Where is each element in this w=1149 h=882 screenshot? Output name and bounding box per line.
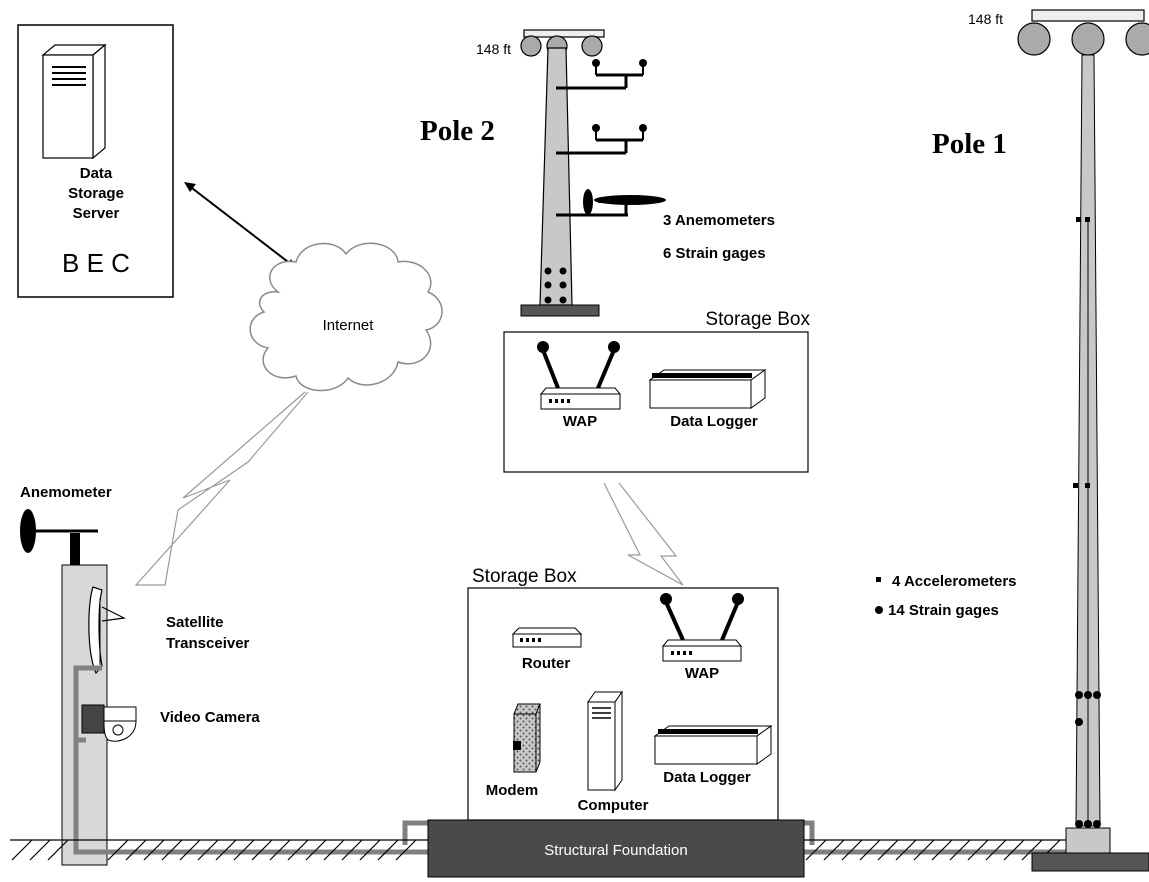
pole1-top-arm: [1031, 9, 1145, 22]
pole-1: 148 ft Pole 1: [932, 9, 1149, 872]
ground-right: [804, 839, 1070, 861]
strain-gage-marker: [1075, 718, 1083, 726]
legend-strain-gages: 14 Strain gages: [888, 602, 999, 619]
storage-box-bottom-title: Storage Box: [472, 566, 577, 587]
legend-accelerometers: 4 Accelerometers: [892, 573, 1017, 590]
video-camera-icon: [81, 704, 137, 742]
foundation-label: Structural Foundation: [544, 842, 687, 859]
pole2-strain-gages: [544, 267, 567, 304]
strain-gage-marker: [1093, 820, 1101, 828]
modem-icon: [513, 703, 541, 773]
accelerometer-marker: [1073, 483, 1078, 488]
storage-box-top-title: Storage Box: [705, 309, 810, 330]
storage-box-bottom: Storage Box Router WAP Modem: [467, 566, 779, 821]
modem-label: Modem: [486, 782, 539, 799]
pole2-top-arm: [523, 29, 605, 38]
pole2-base: [520, 304, 600, 317]
server-label-line3: Server: [73, 205, 120, 222]
computer-label: Computer: [578, 797, 649, 814]
satellite-label-line1: Satellite: [166, 614, 224, 631]
accelerometer-marker: [1076, 217, 1081, 222]
ground-left: [10, 839, 428, 861]
video-camera-label: Video Camera: [160, 709, 260, 726]
strain-gage-marker: [1084, 691, 1092, 699]
pole2-sensor-anemometers: 3 Anemometers: [663, 212, 775, 229]
strain-gage-marker: [1093, 691, 1101, 699]
server-label-line2: Storage: [68, 185, 124, 202]
anemometer-icon: [20, 509, 98, 565]
pole1-title: Pole 1: [932, 128, 1007, 160]
anemometer-label: Anemometer: [20, 484, 112, 501]
pole2-title: Pole 2: [420, 115, 495, 147]
storage-box-top-wap-label: WAP: [563, 413, 597, 430]
box-wireless-link: [603, 482, 684, 586]
storage-box-bottom-logger-label: Data Logger: [663, 769, 751, 786]
pole2-light-left: [520, 35, 542, 57]
pole2-anemometer-3: [556, 189, 666, 217]
accelerometer-marker: [1085, 217, 1090, 222]
data-logger-icon: [648, 369, 767, 409]
pole2-anemometer-2: [556, 124, 647, 155]
structural-foundation: Structural Foundation: [427, 819, 805, 878]
storage-box-top-logger-label: Data Logger: [670, 413, 758, 430]
router-icon: [511, 627, 583, 648]
satellite-dish-icon: [88, 586, 127, 675]
server-org-label: B E C: [62, 248, 130, 278]
wap-icon: [660, 593, 744, 662]
wap-icon: [537, 341, 622, 410]
pole1-foundation: [1031, 852, 1149, 872]
pole1-base-plate: [1065, 827, 1111, 854]
strain-gage-marker: [1084, 820, 1092, 828]
pole2-sensor-strain-gages: 6 Strain gages: [663, 245, 766, 262]
accelerometer-legend-marker: [876, 577, 881, 582]
pole2-anemometer-1: [556, 59, 647, 90]
pole1-height-label: 148 ft: [968, 11, 1003, 27]
pole1-light-left: [1017, 22, 1051, 56]
accelerometer-marker: [1085, 483, 1090, 488]
pole2-light-right: [581, 35, 603, 57]
strain-gage-marker: [1075, 820, 1083, 828]
router-label: Router: [522, 655, 570, 672]
internet-label: Internet: [323, 317, 375, 334]
pole1-legend: 4 Accelerometers 14 Strain gages: [875, 573, 1017, 619]
pole2-height-label: 148 ft: [476, 41, 511, 57]
pole1-light-right: [1125, 22, 1149, 56]
satellite-label-line2: Transceiver: [166, 635, 250, 652]
strain-gage-marker: [1075, 691, 1083, 699]
pole-2: 148 ft: [420, 29, 775, 317]
server-label-line1: Data: [80, 165, 113, 182]
computer-icon: [587, 690, 623, 792]
data-storage-server: Data Storage Server B E C: [17, 24, 174, 298]
strain-gage-legend-marker: [875, 606, 883, 614]
camera-pole: Anemometer Satellite Transceiver Video C…: [20, 484, 260, 866]
satellite-wireless-link: [134, 391, 309, 586]
server-tower-icon: [41, 43, 107, 160]
server-internet-link: [184, 182, 297, 269]
storage-box-top: Storage Box WAP Data Logger: [503, 309, 810, 473]
data-logger-icon: [653, 725, 773, 765]
internet-cloud: Internet: [249, 242, 443, 392]
pole1-light-center: [1071, 22, 1105, 56]
storage-box-bottom-wap-label: WAP: [685, 665, 719, 682]
